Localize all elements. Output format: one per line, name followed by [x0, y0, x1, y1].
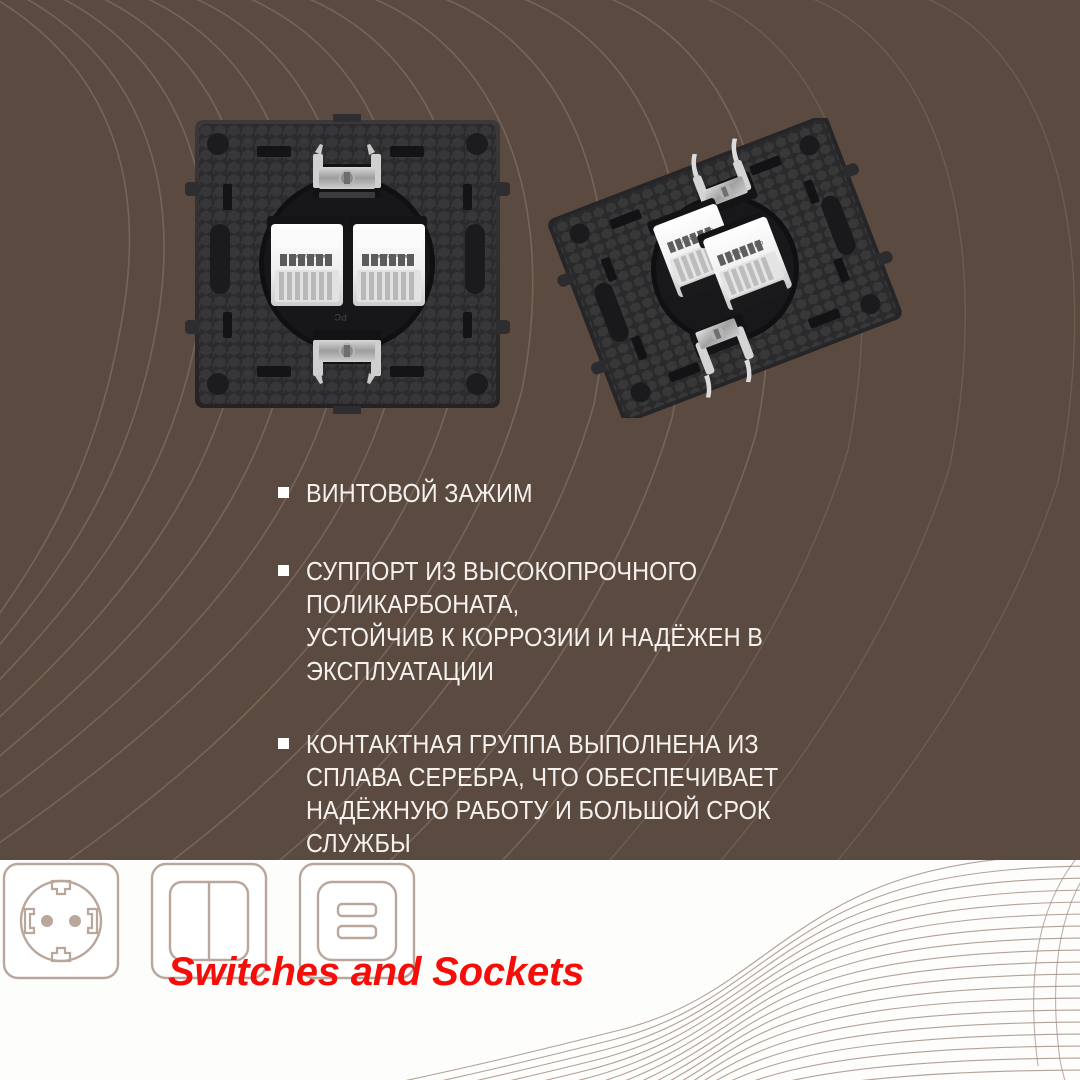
square-bullet-icon — [278, 737, 289, 749]
feature-item: ВИНТОВОЙ ЗАЖИМ — [278, 478, 918, 511]
hero-section: PC — [0, 0, 1080, 860]
feature-text: СУППОРТ ИЗ ВЫСОКОПРОЧНОГО ПОЛИКАРБОНАТА,… — [306, 558, 763, 686]
rj45-module-b: CAT5e T568A/B — [697, 211, 792, 313]
double-data-socket-icon — [298, 862, 416, 980]
svg-text:PC: PC — [334, 312, 347, 322]
footer-wave-lines — [405, 860, 1080, 1080]
claw-clamp-bottom — [313, 330, 381, 384]
square-bullet-icon — [278, 487, 289, 498]
claw-clamp-lower — [689, 313, 754, 398]
double-rocker-switch-icon — [150, 862, 268, 980]
feature-item: КОНТАКТНАЯ ГРУППА ВЫПОЛНЕНА ИЗ СПЛАВА СЕ… — [278, 729, 918, 860]
claw-clamp-top — [313, 144, 381, 198]
rj45-module-left: CAT5e T568A/B — [267, 216, 345, 306]
product-photo-angled: CAT5e T568A/B — [548, 118, 902, 418]
feature-text: ВИНТОВОЙ ЗАЖИМ — [306, 480, 533, 508]
rj45-module-right: CAT5e T568A/B — [349, 216, 427, 306]
feature-item: СУППОРТ ИЗ ВЫСОКОПРОЧНОГО ПОЛИКАРБОНАТА,… — [278, 556, 918, 689]
feature-list: ВИНТОВОЙ ЗАЖИМ СУППОРТ ИЗ ВЫСОКОПРОЧНОГО… — [278, 478, 918, 860]
product-photo-front: PC — [185, 114, 510, 414]
footer-section — [0, 860, 1080, 1080]
brand-wordmark: Switches and Sockets — [168, 950, 585, 994]
feature-text: КОНТАКТНАЯ ГРУППА ВЫПОЛНЕНА ИЗ СПЛАВА СЕ… — [306, 730, 779, 859]
square-bullet-icon — [278, 565, 289, 577]
power-socket-icon — [2, 862, 120, 980]
